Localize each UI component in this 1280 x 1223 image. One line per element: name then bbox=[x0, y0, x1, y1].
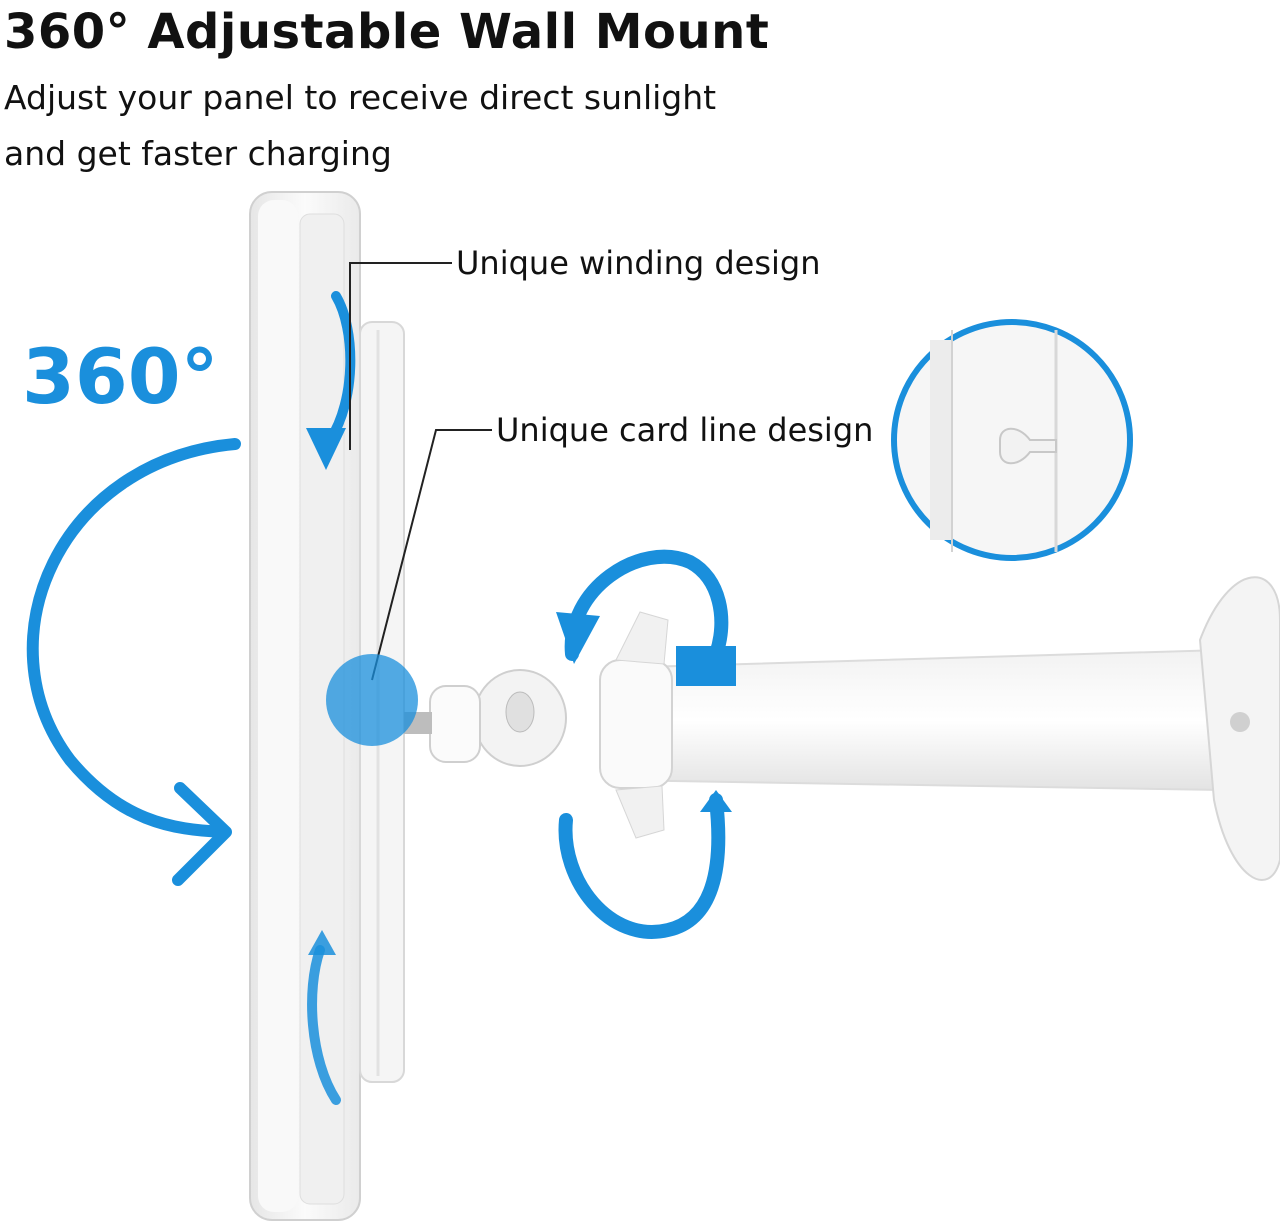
vertical-rotate-down-icon bbox=[307, 930, 341, 1105]
callout-leaders bbox=[349, 262, 492, 681]
subtitle-line-1: Adjust your panel to receive direct sunl… bbox=[4, 78, 717, 117]
callout-card-line-design: Unique card line design bbox=[496, 411, 874, 449]
joint-highlight bbox=[326, 654, 418, 746]
mount-arm bbox=[404, 576, 1280, 881]
rotation-arc-icon bbox=[26, 438, 241, 886]
detail-zoom-inset bbox=[891, 319, 1133, 561]
page-title: 360° Adjustable Wall Mount bbox=[4, 4, 770, 60]
rotation-degree-label: 360° bbox=[22, 332, 219, 421]
subtitle-line-2: and get faster charging bbox=[4, 134, 392, 173]
subtitle: Adjust your panel to receive direct sunl… bbox=[4, 70, 716, 182]
horizontal-rotate-top-icon bbox=[556, 549, 736, 686]
callout-winding-design: Unique winding design bbox=[456, 244, 821, 282]
horizontal-rotate-bottom-icon bbox=[558, 790, 732, 939]
